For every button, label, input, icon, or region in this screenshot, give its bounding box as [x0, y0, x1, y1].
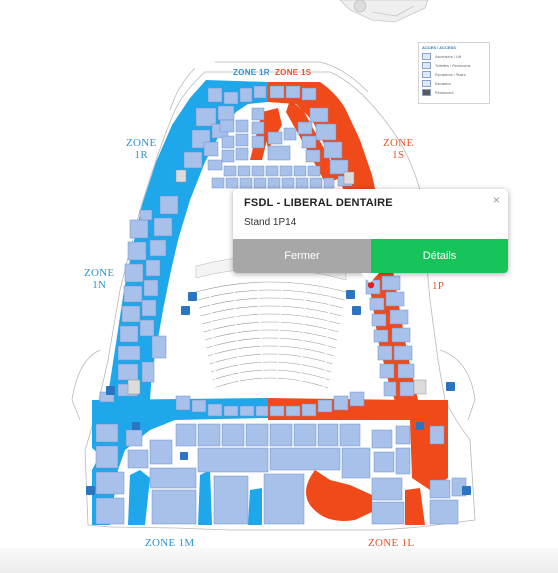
legend-item-label: Restaurant — [435, 90, 454, 95]
popup-actions: Fermer Détails — [233, 239, 508, 273]
popup-stand-number: Stand 1P14 — [244, 217, 297, 228]
seat-row — [209, 353, 333, 365]
zone-label-1n: ZONE 1N — [84, 267, 115, 291]
seat-row — [198, 297, 344, 309]
restaurant-icon — [422, 89, 431, 96]
details-button[interactable]: Détails — [371, 239, 508, 273]
zone-label-1s-top: ZONE 1S — [275, 68, 312, 77]
seat-aisle — [233, 289, 241, 391]
building-sketch — [339, 0, 429, 23]
seat-row — [201, 313, 341, 325]
auditorium-seating — [195, 281, 347, 391]
fermer-button[interactable]: Fermer — [233, 239, 371, 273]
seat-aisle — [275, 289, 283, 391]
seat-row — [200, 305, 342, 317]
facility-icons — [86, 169, 471, 495]
seat-row — [213, 377, 329, 389]
zone-label-1m: ZONE 1M — [145, 537, 195, 549]
legend-item: Ascenseur / Lift — [422, 52, 486, 61]
legend-title: ACCES / ACCESS — [422, 45, 456, 50]
close-icon[interactable]: × — [492, 193, 500, 207]
map-legend: ACCES / ACCESS Ascenseur / Lift Toilette… — [418, 42, 490, 104]
lift-icon — [422, 53, 431, 60]
seat-row — [203, 321, 339, 333]
zone-label-1p: 1P — [432, 280, 445, 292]
seat-row — [204, 329, 338, 341]
legend-item: Escalators / Stairs — [422, 70, 486, 79]
stairs-icon — [422, 71, 431, 78]
seat-aisle — [257, 289, 265, 391]
seat-row — [212, 369, 330, 381]
legend-item-label: Escalator — [435, 81, 451, 86]
seat-row — [197, 289, 345, 301]
legend-item-label: Ascenseur / Lift — [435, 54, 462, 59]
seat-row — [210, 361, 332, 373]
legend-item: Escalator — [422, 79, 486, 88]
legend-item: Toilettes / Restrooms — [422, 61, 486, 70]
seat-aisle — [299, 289, 307, 391]
zone-label-1s: ZONE 1S — [383, 137, 414, 161]
stand-info-popup: FSDL - LIBERAL DENTAIRE Stand 1P14 × Fer… — [233, 189, 508, 283]
restroom-icon — [422, 62, 431, 69]
seat-aisle — [323, 289, 331, 391]
zone-label-1l: ZONE 1L — [368, 537, 415, 549]
popup-title: FSDL - LIBERAL DENTAIRE — [244, 197, 393, 209]
building-outline — [71, 61, 476, 531]
legend-item: Restaurant — [422, 88, 486, 97]
zone-label-1r-top: ZONE 1R — [233, 68, 270, 77]
seat-row — [195, 281, 347, 293]
legend-item-label: Escalators / Stairs — [435, 72, 466, 77]
legend-item-label: Toilettes / Restrooms — [435, 63, 471, 68]
stands-layer[interactable] — [95, 85, 467, 525]
seat-aisle — [209, 289, 217, 391]
seat-row — [206, 337, 336, 349]
escalator-icon — [422, 80, 431, 87]
footer-band — [0, 548, 558, 573]
zone-label-1r: ZONE 1R — [126, 137, 157, 161]
seat-row — [207, 345, 335, 357]
popup-pointer — [361, 273, 379, 283]
